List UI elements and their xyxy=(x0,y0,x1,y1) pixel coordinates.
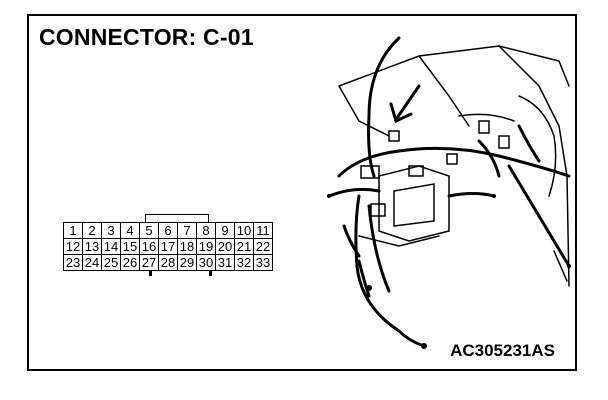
wiring-harness-illustration xyxy=(327,36,571,349)
pin-cell: 21 xyxy=(234,238,254,255)
pin-cell: 6 xyxy=(158,222,178,239)
pin-cell: 9 xyxy=(215,222,235,239)
pin-cell: 30 xyxy=(196,254,216,271)
pin-cell: 12 xyxy=(63,238,83,255)
pin-cell: 15 xyxy=(120,238,140,255)
pin-cell: 20 xyxy=(215,238,235,255)
pin-cell: 17 xyxy=(158,238,178,255)
pin-cell: 32 xyxy=(234,254,254,271)
pin-cell: 23 xyxy=(63,254,83,271)
figure-code: AC305231AS xyxy=(450,341,555,360)
pin-cell: 4 xyxy=(120,222,140,239)
pin-cell: 2 xyxy=(82,222,102,239)
pin-cell: 8 xyxy=(196,222,216,239)
pin-cell: 24 xyxy=(82,254,102,271)
pin-cell: 16 xyxy=(139,238,159,255)
pin-cell: 3 xyxy=(101,222,121,239)
connector-lock-tab xyxy=(145,214,209,223)
pin-cell: 19 xyxy=(196,238,216,255)
pin-cell: 18 xyxy=(177,238,197,255)
pin-cell: 31 xyxy=(215,254,235,271)
pin-cell: 13 xyxy=(82,238,102,255)
connector-latch-left xyxy=(149,270,152,276)
pin-cell: 25 xyxy=(101,254,121,271)
pin-cell: 27 xyxy=(139,254,159,271)
pin-cell: 28 xyxy=(158,254,178,271)
pin-cell: 5 xyxy=(139,222,159,239)
connector-title: CONNECTOR: C-01 xyxy=(39,24,254,50)
pin-cell: 11 xyxy=(253,222,273,239)
pin-cell: 29 xyxy=(177,254,197,271)
pin-cell: 14 xyxy=(101,238,121,255)
connector-latch-right xyxy=(209,270,212,276)
pin-cell: 7 xyxy=(177,222,197,239)
pin-cell: 22 xyxy=(253,238,273,255)
pin-cell: 1 xyxy=(63,222,83,239)
pin-cell: 26 xyxy=(120,254,140,271)
pin-cell: 33 xyxy=(253,254,273,271)
pin-cell: 10 xyxy=(234,222,254,239)
